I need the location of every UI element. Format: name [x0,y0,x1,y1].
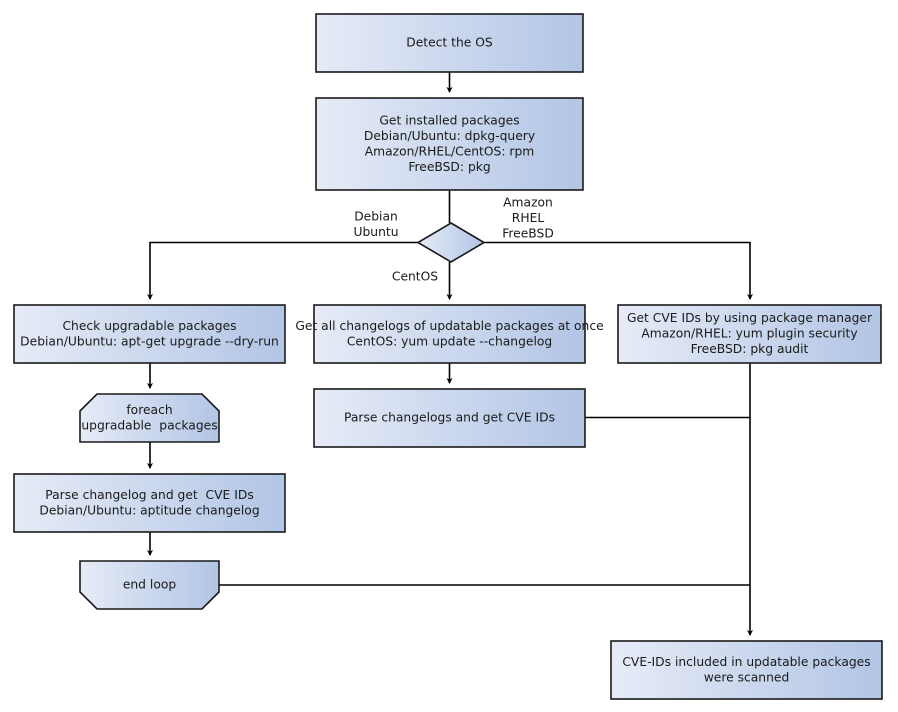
node-label-check-upgradable-packages-line-2: Debian/Ubuntu: apt-get upgrade --dry-run [20,334,279,348]
node-shape-parse-changelog-cve-ids [13,473,286,533]
node-label-cve-ids-scanned-line-1: CVE-IDs included in updatable packages [622,655,870,669]
label-centos-line-1: CentOS [392,270,438,284]
node-label-get-installed-packages-line-1: Get installed packages [379,113,519,127]
node-parse-changelog-cve-ids: Parse changelog and get CVE IDsDebian/Ub… [13,473,286,533]
label-amazon-rhel-freebsd-line-3: FreeBSD [502,227,554,241]
node-shape-check-upgradable-packages [13,304,286,364]
label-amazon-rhel-freebsd-line-2: RHEL [512,211,545,225]
node-label-get-cve-ids-package-manager-line-3: FreeBSD: pkg audit [691,342,809,356]
node-shape-foreach-upgradable-packages [79,393,220,443]
node-label-get-installed-packages-line-3: Amazon/RHEL/CentOS: rpm [365,144,535,158]
node-label-check-upgradable-packages-line-1: Check upgradable packages [62,319,236,333]
node-parse-changelogs-cve-ids: Parse changelogs and get CVE IDs [313,388,586,448]
node-shape-cve-ids-scanned [610,640,883,700]
node-detect-os: Detect the OS [315,13,584,73]
node-shape-parse-changelogs-cve-ids [313,388,586,448]
node-cve-ids-scanned: CVE-IDs included in updatable packageswe… [610,640,883,700]
connector-layer [147,72,754,636]
node-os-decision [416,222,486,263]
node-label-get-installed-packages-line-4: FreeBSD: pkg [408,160,490,174]
node-label-get-all-changelogs-line-1: Get all changelogs of updatable packages… [295,319,603,333]
node-label-detect-os-line-1: Detect the OS [406,36,493,50]
node-label-get-all-changelogs-line-2: CentOS: yum update --changelog [347,334,552,348]
node-label-get-cve-ids-package-manager-line-1: Get CVE IDs by using package manager [627,311,873,325]
node-shape-detect-os [315,13,584,73]
label-debian-ubuntu-line-2: Ubuntu [353,225,398,239]
node-end-loop: end loop [79,560,220,610]
node-shape-get-all-changelogs [313,304,586,364]
node-label-cve-ids-scanned-line-2: were scanned [704,670,790,684]
node-label-foreach-upgradable-packages-line-1: foreach [126,403,172,417]
node-label-parse-changelog-cve-ids-line-2: Debian/Ubuntu: aptitude changelog [39,503,259,517]
node-shape-os-decision [416,222,486,263]
node-layer: Detect the OS Get installed packagesDebia… [13,13,883,700]
node-shape-end-loop [79,560,220,610]
node-label-get-installed-packages-line-2: Debian/Ubuntu: dpkg-query [364,129,535,143]
label-amazon-rhel-freebsd-line-1: Amazon [503,196,553,210]
node-label-parse-changelogs-cve-ids-line-1: Parse changelogs and get CVE IDs [344,411,555,425]
node-label-get-cve-ids-package-manager-line-2: Amazon/RHEL: yum plugin security [641,327,857,341]
node-get-cve-ids-package-manager: Get CVE IDs by using package managerAmaz… [617,304,882,364]
label-debian-ubuntu-line-1: Debian [354,210,398,224]
node-check-upgradable-packages: Check upgradable packagesDebian/Ubuntu: … [13,304,286,364]
node-shape-get-installed-packages [315,97,584,191]
connector-decision-to-debian [147,241,418,300]
node-label-foreach-upgradable-packages-line-2: upgradable packages [81,418,217,432]
node-label-end-loop-line-1: end loop [123,578,177,592]
node-label-parse-changelog-cve-ids-line-1: Parse changelog and get CVE IDs [45,488,253,502]
connector-decision-to-amazon [484,241,754,300]
edge-label-label-centos: CentOS [392,270,438,284]
node-get-all-changelogs: Get all changelogs of updatable packages… [295,304,604,364]
node-shape-get-cve-ids-package-manager [617,304,882,364]
